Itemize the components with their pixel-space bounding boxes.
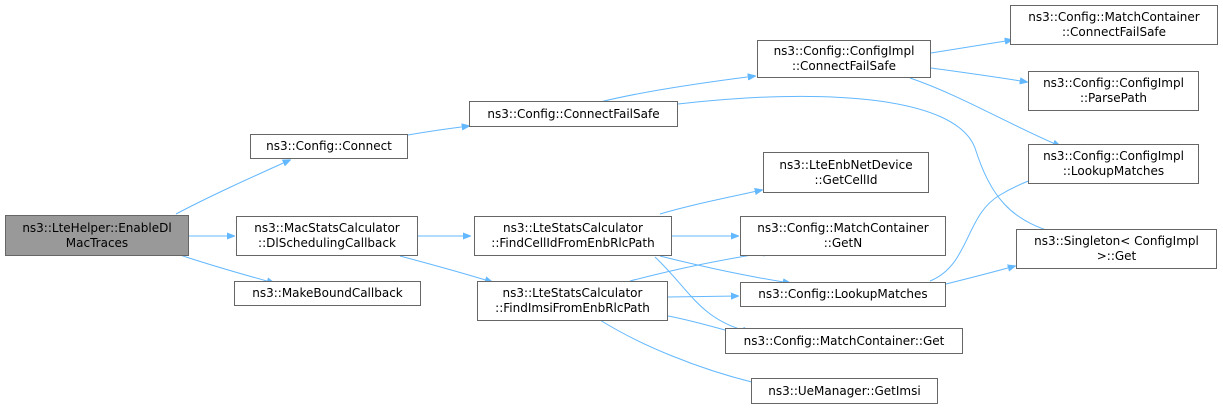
edge-dlschedulingcallback-findimsi	[399, 255, 492, 282]
node-label-line-1: ns3::MacStatsCalculator	[254, 221, 400, 235]
node-label-line-1: ns3::Config::MatchContainer	[1028, 10, 1200, 24]
edge-findimsi-getimsi	[599, 319, 760, 384]
node-label: ns3::MakeBoundCallback	[252, 286, 403, 300]
node-mac-stats-calculator-dl-scheduling-callback[interactable]: ns3::MacStatsCalculator ::DlSchedulingCa…	[236, 216, 418, 256]
edge-connectfailsafe-singletonget	[677, 95, 1060, 234]
node-match-container-get[interactable]: ns3::Config::MatchContainer::Get	[725, 328, 963, 354]
node-label-line-1: ns3::LteHelper::EnableDl	[22, 220, 172, 235]
node-label-line-1: ns3::Config::ConfigImpl	[1043, 149, 1184, 163]
edge-implconnectfailsafe-parsepath	[930, 67, 1027, 82]
edge-connectfailsafe-implconnectfailsafe	[599, 76, 755, 103]
edge-implconnectfailsafe-matchconnectfailsafe	[930, 40, 1012, 54]
node-label: ns3::Config::LookupMatches	[758, 287, 928, 301]
edge-enabledlmactraces-makeboundcallback	[179, 254, 274, 283]
node-label-line-2: ::GetCellId	[814, 172, 878, 187]
edge-implconnectfailsafe-impllookupmatches	[909, 77, 1060, 146]
node-config-impl-parse-path[interactable]: ns3::Config::ConfigImpl ::ParsePath	[1028, 71, 1199, 111]
edge-findcellid-matchget	[654, 256, 750, 332]
edge-lookupmatches-singletonget	[945, 266, 1015, 285]
edge-findimsi-matchgetn	[629, 252, 770, 282]
node-label: ns3::UeManager::GetImsi	[768, 383, 921, 398]
node-label-line-2: ::ConnectFailSafe	[1061, 25, 1167, 39]
node-match-container-connect-fail-safe[interactable]: ns3::Config::MatchContainer ::ConnectFai…	[1010, 5, 1218, 45]
node-label-line-1: ns3::Config::ConfigImpl	[773, 44, 915, 58]
node-label-line-1: ns3::Singleton< ConfigImpl	[1034, 234, 1199, 248]
node-label: ns3::Config::Connect	[266, 139, 392, 153]
node-label-line-1: ns3::Config::ConfigImpl	[1043, 76, 1184, 90]
node-label-line-2: ::ParsePath	[1079, 91, 1148, 105]
node-label-line-2: ::FindImsiFromEnbRlcPath	[495, 301, 650, 315]
node-label-line-2: ::ConnectFailSafe	[791, 59, 897, 73]
node-label-line-2: ::GetN	[823, 236, 863, 250]
node-config-connect-fail-safe[interactable]: ns3::Config::ConnectFailSafe	[469, 101, 678, 127]
node-config-connect[interactable]: ns3::Config::Connect	[250, 134, 408, 159]
node-ue-manager-get-imsi[interactable]: ns3::UeManager::GetImsi	[751, 378, 938, 404]
node-label-line-2: ::LookupMatches	[1062, 164, 1165, 178]
node-label-line-1: ns3::LteStatsCalculator	[503, 221, 643, 235]
node-config-impl-lookup-matches[interactable]: ns3::Config::ConfigImpl ::LookupMatches	[1028, 144, 1199, 184]
node-lte-helper-enable-dl-mac-traces[interactable]: ns3::LteHelper::EnableDl MacTraces	[5, 215, 189, 256]
node-label-line-2: ::FindCellIdFromEnbRlcPath	[491, 236, 655, 250]
edge-connect-connectfailsafe	[407, 126, 469, 136]
node-label: ns3::Config::ConnectFailSafe	[487, 106, 660, 121]
node-label: ns3::Config::MatchContainer::Get	[743, 333, 945, 348]
edge-enabledlmactraces-connect	[175, 160, 290, 215]
edge-findcellid-getcellid	[659, 190, 762, 215]
node-label-line-2: ::DlSchedulingCallback	[258, 236, 396, 250]
node-config-impl-connect-fail-safe[interactable]: ns3::Config::ConfigImpl ::ConnectFailSaf…	[757, 40, 931, 78]
node-match-container-get-n[interactable]: ns3::Config::MatchContainer ::GetN	[740, 216, 946, 256]
node-label-line-2: >::Get	[1096, 249, 1137, 263]
node-config-lookup-matches[interactable]: ns3::Config::LookupMatches	[740, 282, 946, 307]
node-make-bound-callback[interactable]: ns3::MakeBoundCallback	[234, 281, 421, 306]
node-lte-enb-net-device-get-cell-id[interactable]: ns3::LteEnbNetDevice ::GetCellId	[763, 152, 929, 193]
node-lte-stats-calculator-find-cell-id[interactable]: ns3::LteStatsCalculator ::FindCellIdFrom…	[474, 216, 672, 256]
node-label-line-1: ns3::Config::MatchContainer	[757, 221, 929, 235]
node-singleton-config-impl-get[interactable]: ns3::Singleton< ConfigImpl >::Get	[1016, 229, 1217, 269]
node-label-line-2: MacTraces	[65, 235, 129, 250]
edge-findcellid-lookupmatches	[659, 255, 790, 283]
node-label-line-1: ns3::LteEnbNetDevice	[779, 157, 913, 172]
node-lte-stats-calculator-find-imsi[interactable]: ns3::LteStatsCalculator ::FindImsiFromEn…	[477, 281, 668, 321]
node-label-line-1: ns3::LteStatsCalculator	[502, 286, 643, 300]
edge-findimsi-lookupmatches	[667, 296, 738, 297]
